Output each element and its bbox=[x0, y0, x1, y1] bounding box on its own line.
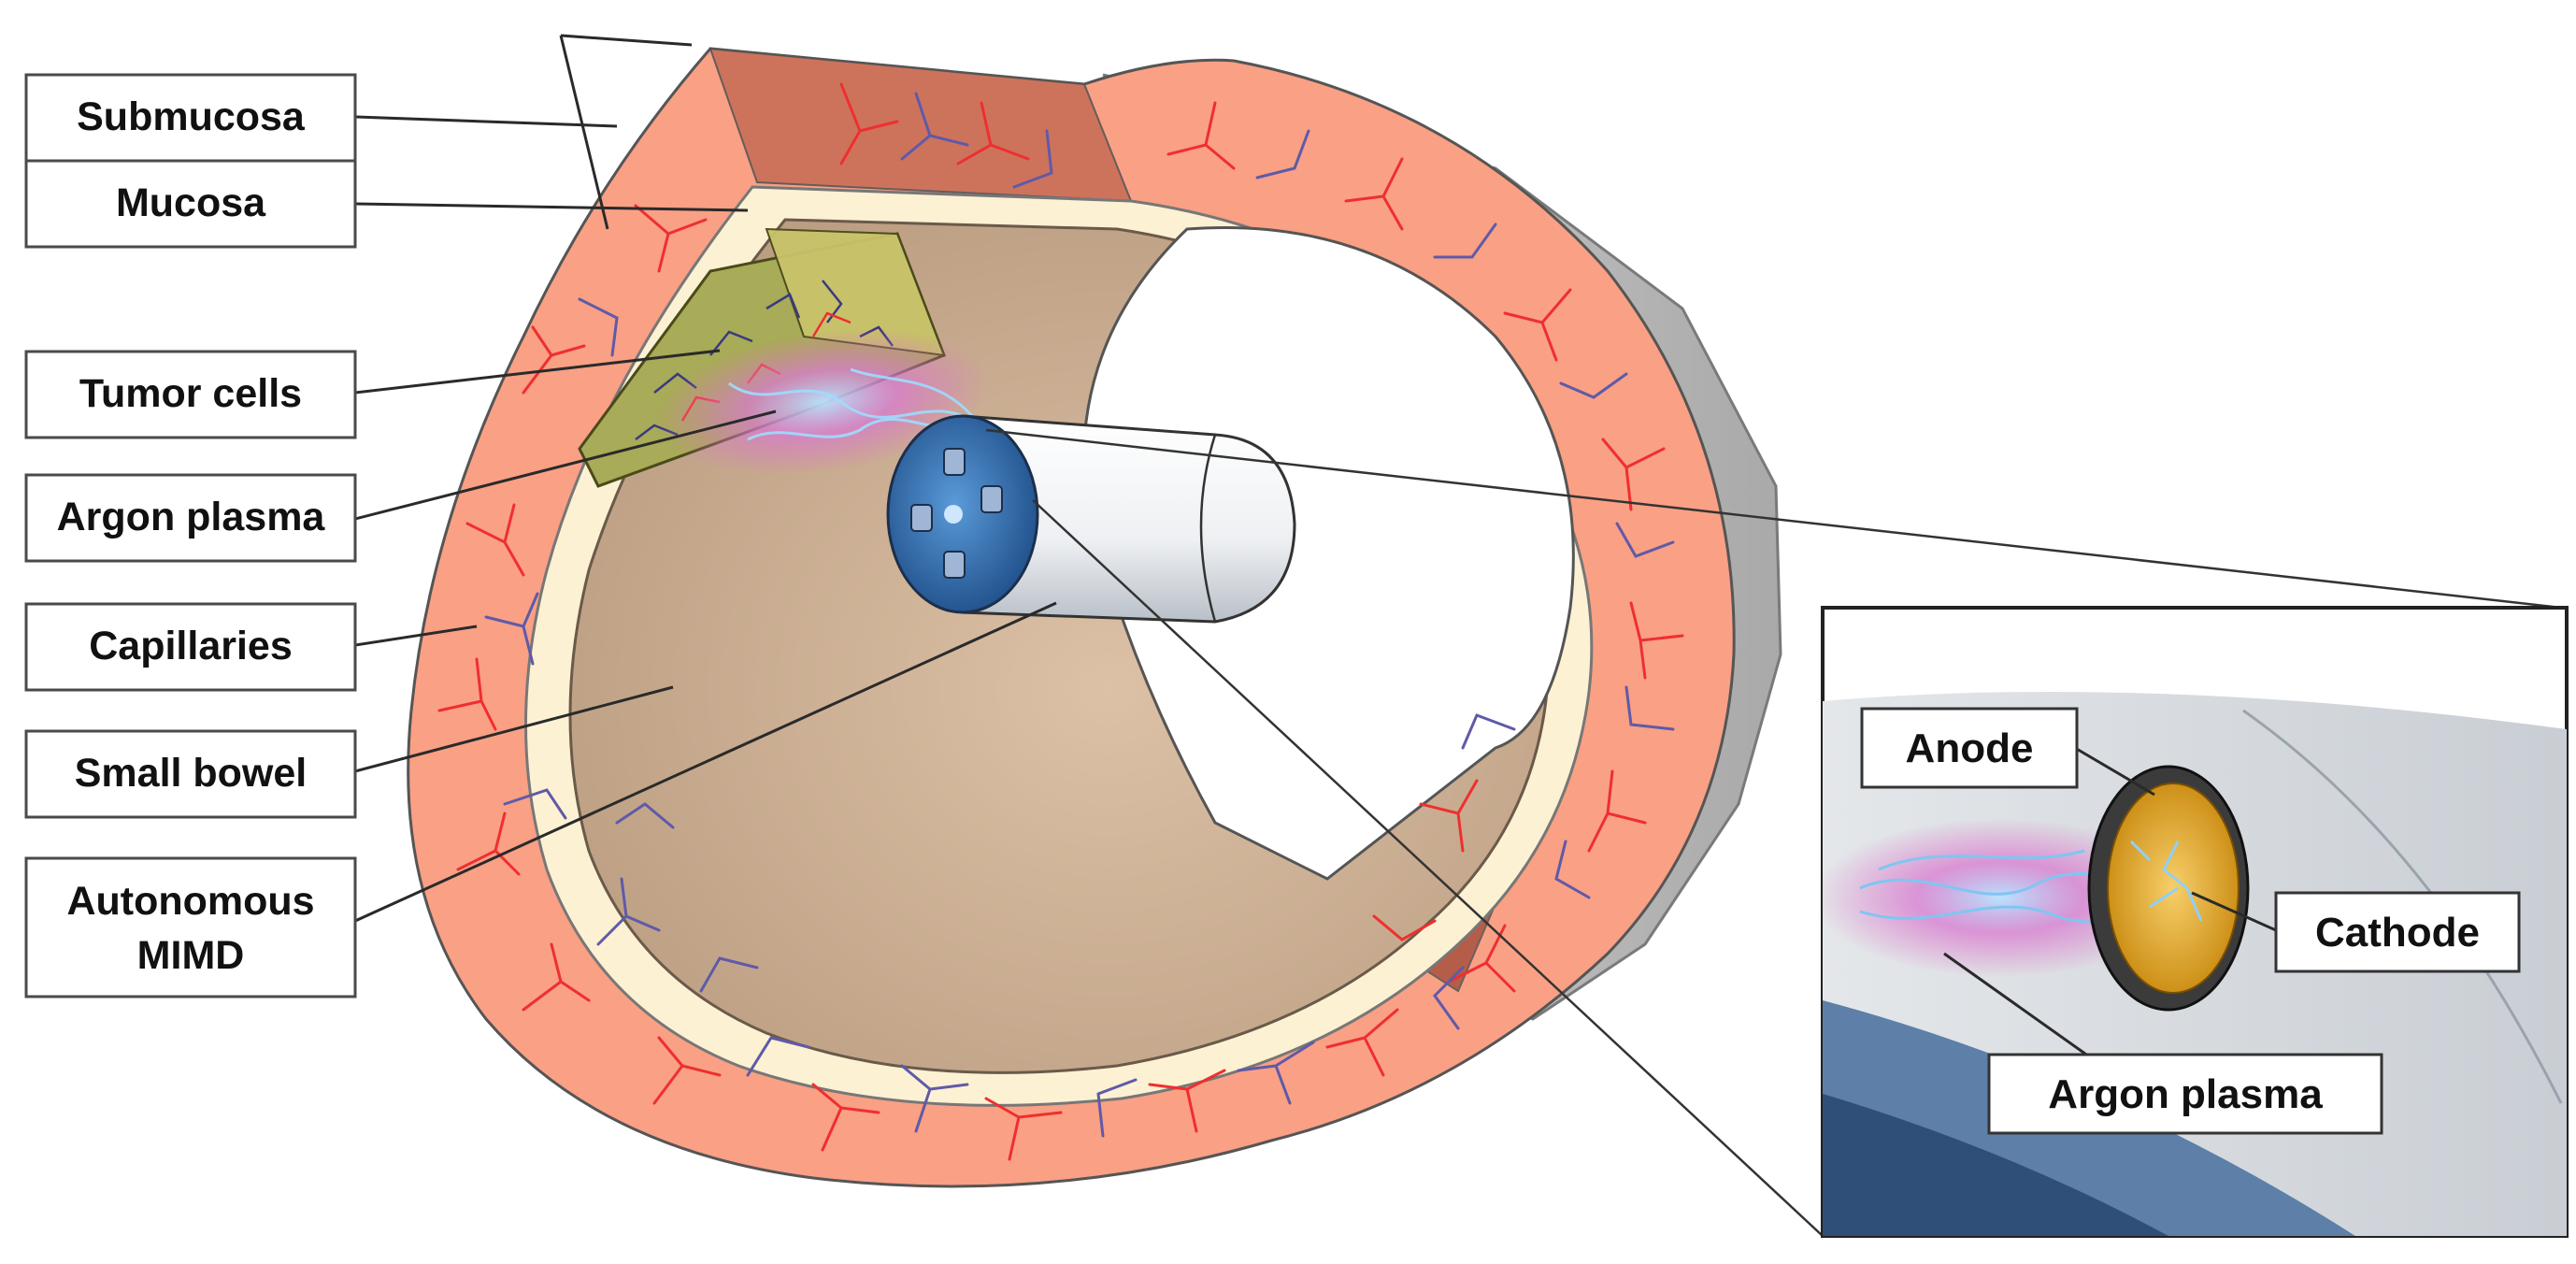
svg-text:Mucosa: Mucosa bbox=[116, 180, 266, 225]
svg-text:Autonomous: Autonomous bbox=[66, 879, 314, 924]
mimd-center bbox=[944, 505, 963, 524]
svg-text:Capillaries: Capillaries bbox=[89, 624, 293, 668]
label-anode: Anode bbox=[1860, 707, 2079, 789]
anode-disc bbox=[2107, 783, 2240, 994]
cathode-arcs bbox=[2129, 840, 2203, 922]
label-inset-argon-plasma: Argon plasma bbox=[1987, 1053, 2383, 1135]
cut-face-top bbox=[708, 47, 1133, 203]
mimd-electrodes bbox=[910, 448, 1003, 579]
capillaries-red bbox=[437, 82, 1684, 1161]
svg-text:Tumor cells: Tumor cells bbox=[79, 371, 302, 416]
label-argon-plasma: Argon plasma bbox=[24, 473, 357, 563]
capillaries-blue bbox=[484, 92, 1675, 1138]
argon-plasma-glow bbox=[655, 328, 990, 476]
svg-text:Small bowel: Small bowel bbox=[75, 751, 308, 796]
label-submucosa: Submucosa bbox=[24, 73, 357, 163]
svg-text:Argon plasma: Argon plasma bbox=[2048, 1071, 2323, 1117]
svg-text:Argon plasma: Argon plasma bbox=[57, 495, 326, 539]
label-mucosa: Mucosa bbox=[24, 159, 357, 249]
label-capillaries: Capillaries bbox=[24, 602, 357, 692]
svg-text:MIMD: MIMD bbox=[137, 933, 245, 978]
label-autonomous-mimd: Autonomous MIMD bbox=[24, 856, 357, 998]
svg-text:Cathode: Cathode bbox=[2315, 910, 2480, 955]
label-tumor-cells: Tumor cells bbox=[24, 350, 357, 439]
svg-text:Anode: Anode bbox=[1906, 725, 2034, 771]
svg-text:Submucosa: Submucosa bbox=[77, 94, 306, 139]
mimd-capsule-body bbox=[961, 414, 1296, 624]
label-small-bowel: Small bowel bbox=[24, 729, 357, 819]
label-cathode: Cathode bbox=[2274, 891, 2521, 973]
